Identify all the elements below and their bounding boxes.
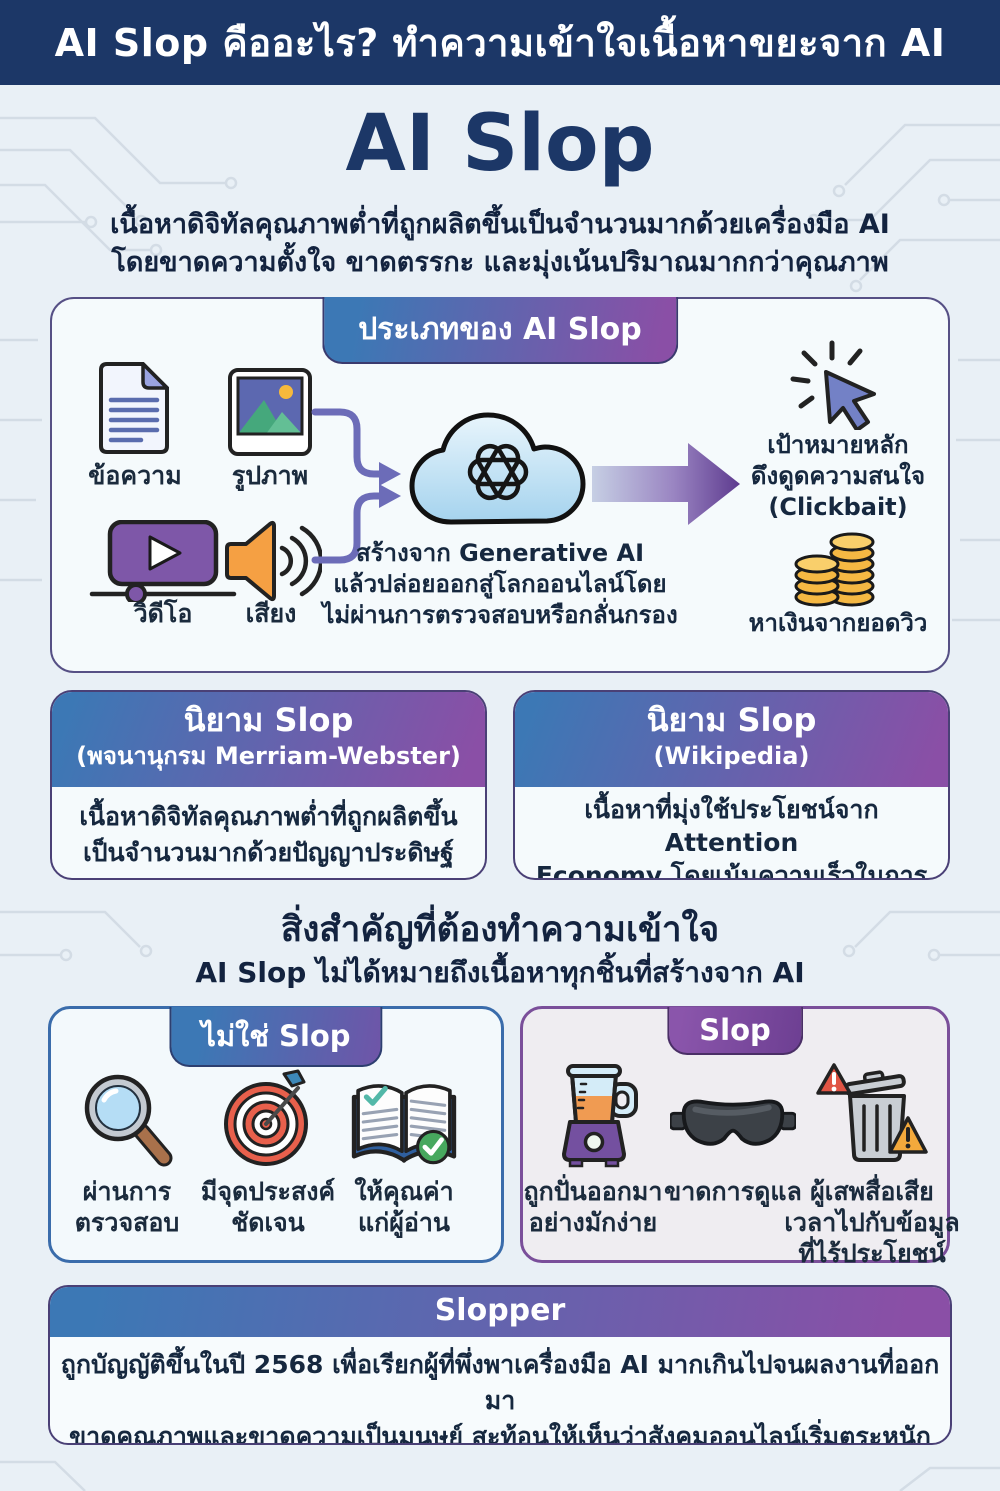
definition-body: เนื้อหาดิจิทัลคุณภาพต่ำที่ถูกผลิตขึ้น เป…: [52, 787, 485, 871]
magnifier-icon: [84, 1074, 173, 1167]
slop-item-label: ถูกปั่นออกมา อย่างมักง่าย: [503, 1176, 683, 1238]
sleep-mask-icon: [670, 1099, 796, 1146]
label-line: ผู้เสพสื่อเสีย: [810, 1177, 934, 1206]
not-slop-title: ไม่ใช่ Slop: [201, 1019, 351, 1053]
goal-clickbait-label: เป้าหมายหลัก ดึงดูดความสนใจ (Clickbait): [748, 430, 928, 523]
importance-subheading: AI Slop ไม่ได้หมายถึงเนื้อหาทุกชิ้นที่สร…: [195, 956, 805, 989]
label-line: อย่างมักง่าย: [528, 1208, 658, 1237]
openai-logo-icon: [467, 443, 529, 501]
definition-body: เนื้อหาที่มุ่งใช้ประโยชน์จาก Attention E…: [515, 787, 948, 880]
slop-item-label: ผู้เสพสื่อเสีย เวลาไปกับข้อมูล ที่ไร้ประ…: [782, 1176, 962, 1269]
generative-ai-cloud-icon: [409, 412, 586, 525]
not-slop-title-pill: ไม่ใช่ Slop: [169, 1007, 383, 1067]
open-book-icon: [351, 1084, 457, 1165]
label-line: แก่ผู้อ่าน: [357, 1208, 451, 1237]
flow-connector-arrows: [311, 408, 401, 564]
document-icon: [99, 362, 169, 454]
types-card-title: ประเภทของ AI Slop: [358, 312, 642, 347]
input-label-video: วิดีโอ: [133, 599, 193, 628]
definition-body-line2: Economy โดยเน้นความเร็วในการ: [535, 861, 928, 880]
not-slop-item-label: ผ่านการ ตรวจสอบ: [47, 1176, 207, 1238]
slopper-card-body: ถูกบัญญัติขึ้นในปี 2568 เพื่อเรียกผู้ที่…: [50, 1337, 950, 1445]
goal-money-label: หาเงินจากยอดวิว: [748, 609, 928, 637]
slop-item-label: ขาดการดูแล: [638, 1176, 828, 1207]
label-line: ถูกปั่นออกมา: [523, 1177, 663, 1206]
definition-source: (พจนานุกรม Merriam-Webster): [76, 742, 461, 770]
label-line: เวลาไปกับข้อมูล: [784, 1208, 960, 1237]
trash-warning-icon: [816, 1063, 928, 1162]
types-card-title-pill: ประเภทของ AI Slop: [322, 297, 678, 364]
importance-heading: สิ่งสำคัญที่ต้องทำความเข้าใจ: [280, 910, 720, 950]
slopper-card: Slopper ถูกบัญญัติขึ้นในปี 2568 เพื่อเรี…: [48, 1285, 952, 1445]
process-caption-line3: ไม่ผ่านการตรวจสอบหรือกลั่นกรอง: [322, 601, 678, 629]
label-line: ผ่านการ: [82, 1177, 172, 1206]
arrow-right-icon: [592, 443, 740, 525]
definition-title: นิยาม Slop: [646, 701, 817, 739]
slop-title-pill: Slop: [667, 1007, 803, 1055]
target-icon: [224, 1069, 308, 1166]
slopper-card-header: Slopper: [50, 1287, 950, 1337]
not-slop-item-label: ให้คุณค่า แก่ผู้อ่าน: [324, 1176, 484, 1238]
label-line: ชัดเจน: [231, 1208, 305, 1237]
definition-title: นิยาม Slop: [183, 701, 354, 739]
slopper-body-line2: ขาดคุณภาพและขาดความเป็นมนุษย์ สะท้อนให้เ…: [69, 1422, 931, 1445]
process-caption-line1: สร้างจาก Generative AI: [355, 539, 644, 567]
input-label-image: รูปภาพ: [231, 461, 309, 490]
definition-card-merriam-webster: นิยาม Slop (พจนานุกรม Merriam-Webster) เ…: [50, 690, 487, 880]
page-title: AI Slop: [345, 99, 655, 189]
goal-clickbait-line3: (Clickbait): [768, 493, 908, 521]
label-line: ขาดการดูแล: [664, 1177, 802, 1206]
page-subtitle-line1: เนื้อหาดิจิทัลคุณภาพต่ำที่ถูกผลิตขึ้นเป็…: [110, 209, 890, 240]
slopper-body-line1: ถูกบัญญัติขึ้นในปี 2568 เพื่อเรียกผู้ที่…: [60, 1350, 940, 1415]
definition-card-header: นิยาม Slop (Wikipedia): [515, 692, 948, 787]
label-line: ให้คุณค่า: [354, 1177, 454, 1206]
label-line: ที่ไร้ประโยชน์: [798, 1239, 946, 1268]
top-banner: AI Slop คืออะไร? ทำความเข้าใจเนื้อหาขยะจ…: [0, 0, 1000, 85]
definition-source: (Wikipedia): [653, 742, 810, 770]
page-subtitle-line2: โดยขาดความตั้งใจ ขาดตรรกะ และมุ่งเน้นปริ…: [111, 247, 889, 278]
cursor-click-icon: [790, 340, 876, 430]
video-icon: [89, 520, 237, 602]
definition-body-line1: เนื้อหาดิจิทัลคุณภาพต่ำที่ถูกผลิตขึ้น: [79, 802, 458, 831]
image-icon: [228, 368, 312, 456]
definition-card-wikipedia: นิยาม Slop (Wikipedia) เนื้อหาที่มุ่งใช้…: [513, 690, 950, 880]
coins-icon: [794, 532, 875, 607]
page-subtitle: เนื้อหาดิจิทัลคุณภาพต่ำที่ถูกผลิตขึ้นเป็…: [0, 206, 1000, 282]
process-caption-line2: แล้วปล่อยออกสู่โลกออนไลน์โดย: [333, 570, 667, 598]
definition-body-line2: เป็นจำนวนมากด้วยปัญญาประดิษฐ์: [83, 838, 454, 867]
banner-title: AI Slop คืออะไร? ทำความเข้าใจเนื้อหาขยะจ…: [54, 21, 946, 65]
label-line: มีจุดประสงค์: [200, 1177, 336, 1206]
definition-body-line1: เนื้อหาที่มุ่งใช้ประโยชน์จาก Attention: [584, 795, 879, 857]
goal-clickbait-line2: ดึงดูดความสนใจ: [750, 462, 926, 490]
slop-title: Slop: [699, 1013, 771, 1047]
goal-clickbait-line1: เป้าหมายหลัก: [767, 431, 909, 459]
process-caption: สร้างจาก Generative AI แล้วปล่อยออกสู่โล…: [320, 538, 680, 631]
blender-icon: [562, 1064, 638, 1168]
input-label-audio: เสียง: [245, 599, 297, 628]
label-line: ตรวจสอบ: [74, 1208, 180, 1237]
definition-card-header: นิยาม Slop (พจนานุกรม Merriam-Webster): [52, 692, 485, 787]
not-slop-item-label: มีจุดประสงค์ ชัดเจน: [183, 1176, 353, 1238]
input-label-text: ข้อความ: [88, 461, 182, 490]
